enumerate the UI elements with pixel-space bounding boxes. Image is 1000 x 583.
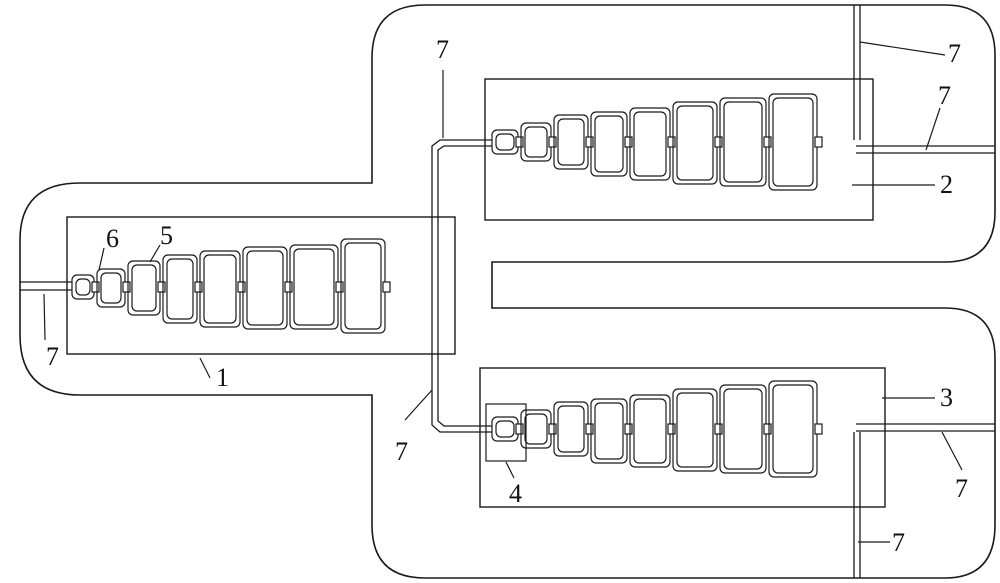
leader-1 bbox=[199, 357, 211, 379]
label-7-mid: 7 bbox=[395, 437, 408, 466]
resonator-cell bbox=[629, 394, 671, 468]
leader-lines bbox=[43, 41, 963, 543]
label-7-bottom: 7 bbox=[892, 528, 905, 557]
coupling-pad bbox=[763, 423, 772, 435]
coupling-pad bbox=[624, 136, 633, 148]
feed-lines bbox=[20, 5, 995, 578]
resonator-cell bbox=[520, 409, 552, 449]
label-4: 4 bbox=[509, 479, 522, 508]
label-3: 3 bbox=[940, 383, 953, 412]
resonator-cell bbox=[340, 238, 386, 334]
coupling-pad bbox=[585, 136, 594, 148]
label-7-left: 7 bbox=[46, 342, 59, 371]
resonator-cell bbox=[553, 401, 589, 457]
coupling-pad bbox=[382, 281, 391, 293]
resonator-cell bbox=[719, 384, 767, 474]
leader-7-lowerright bbox=[941, 431, 963, 471]
resonator-chain-2 bbox=[491, 93, 823, 191]
leader-5 bbox=[149, 244, 161, 263]
leader-6 bbox=[98, 247, 105, 271]
resonator-cell bbox=[719, 97, 767, 187]
coupling-pad bbox=[335, 281, 344, 293]
coupling-pad bbox=[548, 136, 557, 148]
leader-4 bbox=[505, 461, 515, 479]
resonator-cell bbox=[768, 380, 818, 478]
leader-7-topright bbox=[859, 41, 946, 56]
resonator-cell bbox=[672, 101, 718, 185]
coupling-pad bbox=[515, 136, 524, 148]
resonator-cell bbox=[242, 246, 288, 330]
splitter-trunk bbox=[431, 139, 492, 287]
coupling-pad bbox=[667, 423, 676, 435]
coupling-pad bbox=[237, 281, 246, 293]
coupling-pad bbox=[91, 281, 100, 293]
label-2: 2 bbox=[940, 170, 953, 199]
label-7-lowerright: 7 bbox=[955, 474, 968, 503]
coupling-pad bbox=[548, 423, 557, 435]
output-line-upper-right bbox=[856, 145, 995, 154]
coupling-pad bbox=[122, 281, 131, 293]
resonator-cell bbox=[491, 416, 519, 442]
label-7-top: 7 bbox=[436, 35, 449, 64]
splitter-trunk-lower bbox=[431, 287, 492, 433]
coupling-pad bbox=[667, 136, 676, 148]
coupling-pad bbox=[814, 423, 823, 435]
coupling-pad bbox=[714, 136, 723, 148]
resonator-cell bbox=[768, 93, 818, 191]
leader-7-right bbox=[925, 107, 941, 151]
resonator-cell bbox=[162, 254, 198, 324]
coupling-pad bbox=[814, 136, 823, 148]
coupling-pad bbox=[624, 423, 633, 435]
resonator-cell bbox=[672, 388, 718, 472]
resonator-cell bbox=[71, 274, 95, 300]
label-7-right: 7 bbox=[938, 81, 951, 110]
resonator-chain-1 bbox=[71, 238, 391, 334]
enclosure-outline bbox=[19, 4, 996, 579]
leader-7-mid bbox=[404, 389, 433, 421]
module-box-3 bbox=[479, 367, 886, 508]
coupling-pad bbox=[284, 281, 293, 293]
output-line-upper-top bbox=[853, 5, 861, 140]
coupling-pad bbox=[585, 423, 594, 435]
coupling-pad bbox=[157, 281, 166, 293]
module-box-1 bbox=[66, 216, 456, 355]
label-6: 6 bbox=[106, 224, 119, 253]
coupling-pad bbox=[714, 423, 723, 435]
output-line-lower-right bbox=[856, 423, 995, 432]
input-line-left bbox=[20, 281, 72, 291]
module-box-2 bbox=[484, 78, 874, 221]
output-line-lower-bottom bbox=[853, 432, 861, 578]
resonator-cell bbox=[590, 398, 628, 464]
label-5: 5 bbox=[160, 221, 173, 250]
resonator-cell bbox=[629, 107, 671, 181]
resonator-cell bbox=[491, 129, 519, 155]
coupling-pad bbox=[515, 423, 524, 435]
resonator-chain-3 bbox=[491, 380, 823, 478]
resonator-cell bbox=[127, 260, 161, 316]
resonator-cell bbox=[96, 268, 126, 308]
resonator-cell bbox=[520, 122, 552, 162]
resonator-cell bbox=[553, 114, 589, 170]
leader-7-left bbox=[43, 293, 46, 341]
label-1: 1 bbox=[216, 363, 229, 392]
resonator-cell bbox=[289, 244, 339, 330]
label-7-topright: 7 bbox=[948, 39, 961, 68]
coupling-pad bbox=[763, 136, 772, 148]
resonator-cell bbox=[199, 250, 241, 328]
coupling-pad bbox=[194, 281, 203, 293]
resonator-cell bbox=[590, 111, 628, 177]
